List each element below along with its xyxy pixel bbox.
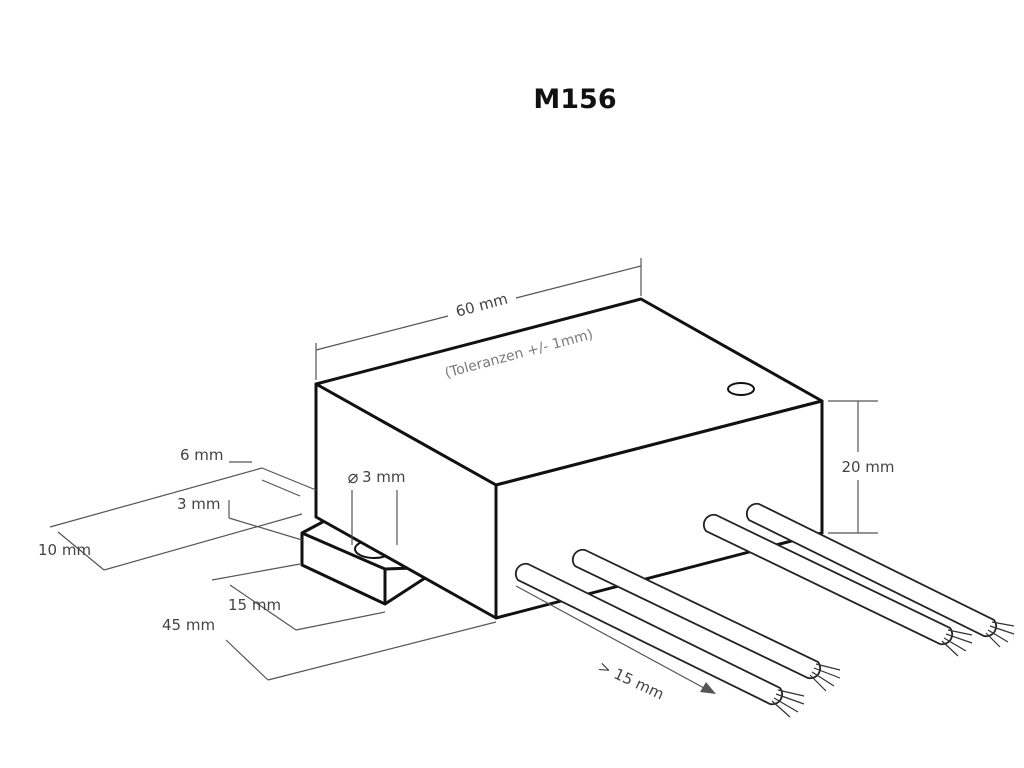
wire-length-label: > 15 mm bbox=[595, 657, 666, 703]
tab-depth-label: 15 mm bbox=[228, 596, 281, 614]
hole-diameter-value: 3 mm bbox=[362, 468, 406, 486]
wire-bundle bbox=[514, 502, 1015, 718]
height-label: 20 mm bbox=[841, 458, 894, 476]
wire-3 bbox=[702, 513, 973, 657]
tab-width-label: 10 mm bbox=[38, 541, 91, 559]
wire-length-arrow bbox=[515, 585, 716, 694]
depth-label: 45 mm bbox=[162, 616, 215, 634]
wire-1 bbox=[514, 562, 805, 718]
tab-offset-label: 6 mm bbox=[180, 446, 224, 464]
wire-4 bbox=[745, 502, 1015, 648]
hole-diameter-label: ⌀ 3 mm bbox=[348, 467, 406, 488]
dimension-lines bbox=[49, 258, 878, 681]
drawing-title: M156 bbox=[533, 84, 616, 115]
length-label: 60 mm bbox=[454, 290, 510, 321]
wire-2 bbox=[571, 548, 841, 692]
diameter-symbol: ⌀ bbox=[348, 467, 359, 488]
tab-thickness-label: 3 mm bbox=[177, 495, 221, 513]
top-indicator-hole bbox=[727, 382, 755, 396]
